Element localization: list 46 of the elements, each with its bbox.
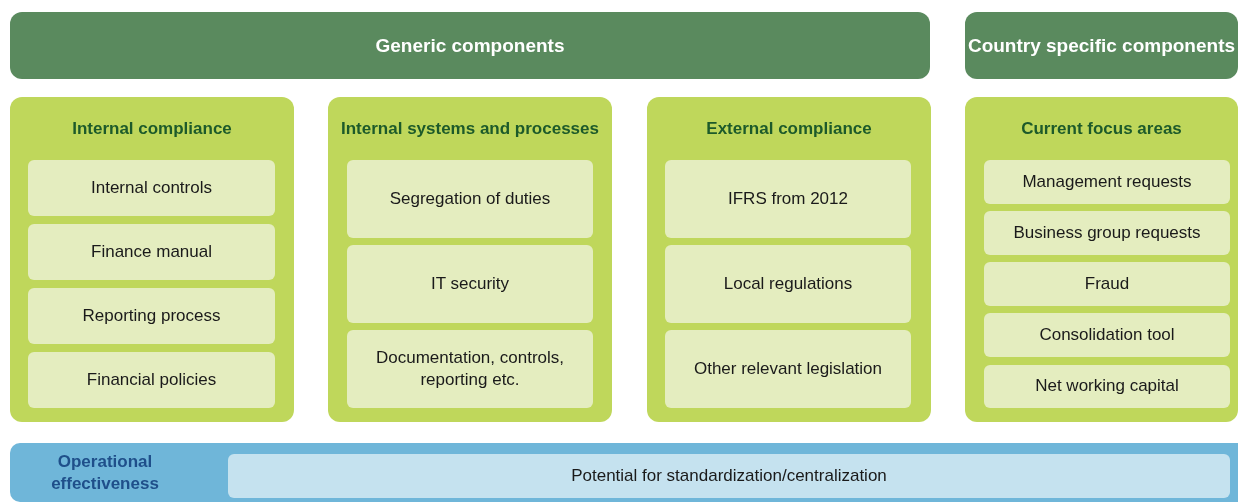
panel-heading: Current focus areas bbox=[1020, 117, 1183, 140]
item-card bbox=[665, 245, 911, 323]
item-label: Other relevant legislation bbox=[693, 357, 882, 380]
item-card bbox=[28, 352, 275, 408]
band-heading: Operational effectiveness bbox=[50, 451, 160, 495]
effectiveness-band bbox=[10, 443, 1238, 502]
item-card bbox=[665, 160, 911, 238]
item-label: Business group requests bbox=[1013, 221, 1201, 244]
item-label: IT security bbox=[430, 272, 510, 295]
item-label: Net working capital bbox=[1035, 375, 1179, 398]
item-card bbox=[228, 454, 1230, 498]
item-card bbox=[347, 160, 593, 238]
band-title: Country specific components bbox=[967, 33, 1236, 58]
item-card bbox=[984, 211, 1230, 255]
item-card bbox=[984, 365, 1230, 408]
category-panel bbox=[647, 97, 931, 422]
header-band bbox=[965, 12, 1238, 79]
item-label: Documentation, controls, reporting etc. bbox=[374, 346, 565, 391]
item-card bbox=[984, 313, 1230, 357]
item-card bbox=[347, 245, 593, 323]
category-panel bbox=[328, 97, 612, 422]
band-title: Generic components bbox=[375, 33, 565, 58]
item-card bbox=[984, 160, 1230, 204]
item-label: Potential for standardization/centralization bbox=[571, 466, 887, 486]
item-card bbox=[984, 262, 1230, 306]
item-card bbox=[665, 330, 911, 408]
item-label: Financial policies bbox=[86, 368, 217, 391]
item-label: Management requests bbox=[1022, 170, 1192, 193]
item-card bbox=[347, 330, 593, 408]
item-label: Internal controls bbox=[91, 176, 212, 199]
panel-heading: External compliance bbox=[705, 117, 873, 140]
item-label: Reporting process bbox=[82, 304, 221, 327]
category-panel bbox=[10, 97, 294, 422]
item-label: IFRS from 2012 bbox=[728, 187, 848, 210]
panel-heading: Internal systems and processes bbox=[340, 117, 600, 140]
panel-heading: Internal compliance bbox=[71, 117, 233, 140]
item-label: Fraud bbox=[1084, 272, 1130, 295]
item-label: Segregation of duties bbox=[389, 187, 551, 210]
item-label: Consolidation tool bbox=[1039, 323, 1175, 346]
item-card bbox=[28, 160, 275, 216]
item-card bbox=[28, 288, 275, 344]
category-panel bbox=[965, 97, 1238, 422]
item-label: Finance manual bbox=[91, 240, 212, 263]
item-card bbox=[28, 224, 275, 280]
item-label: Local regulations bbox=[723, 272, 853, 295]
header-band bbox=[10, 12, 930, 79]
